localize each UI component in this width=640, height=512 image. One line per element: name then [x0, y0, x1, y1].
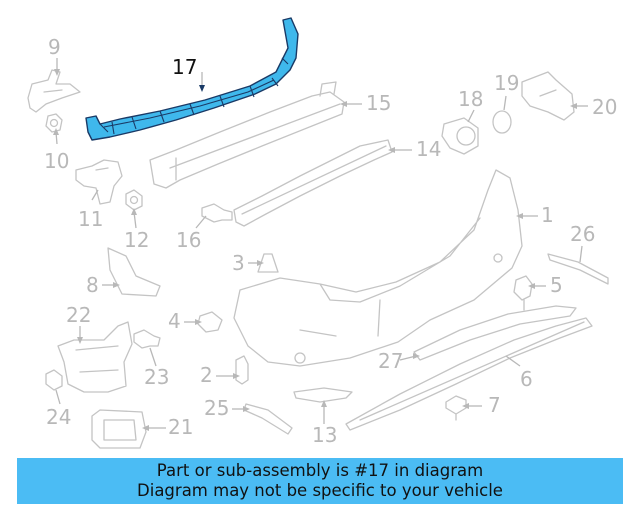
part-18-sensor [441, 117, 479, 155]
part-5-clip [513, 275, 533, 311]
banner-line-1: Part or sub-assembly is #17 in diagram [156, 461, 484, 480]
label-8: 8 [86, 273, 99, 297]
part-10-nut-hole [49, 118, 59, 128]
label-5: 5 [550, 273, 563, 297]
label-11: 11 [78, 207, 103, 231]
banner-line-2: Diagram may not be specific to your vehi… [137, 481, 503, 500]
part-number-labels: 9 10 11 12 16 17 15 14 18 19 20 1 26 5 3… [44, 35, 617, 447]
part-23-bolt [133, 329, 161, 349]
part-12-nut [125, 189, 143, 211]
label-18: 18 [458, 87, 483, 111]
info-banner: Part or sub-assembly is #17 in diagram D… [17, 458, 623, 504]
part-9-bracket [27, 69, 81, 113]
label-15: 15 [366, 91, 391, 115]
label-14: 14 [416, 137, 441, 161]
part-7-clip [445, 395, 467, 421]
part-6-diffuser [345, 317, 593, 431]
label-12: 12 [124, 228, 149, 252]
label-9: 9 [48, 35, 61, 59]
label-24: 24 [46, 405, 71, 429]
label-26: 26 [570, 222, 595, 246]
label-7: 7 [488, 393, 501, 417]
part-22-bracket [57, 321, 133, 393]
label-2: 2 [200, 363, 213, 387]
part-21-license-frame [91, 409, 147, 449]
label-23: 23 [144, 365, 169, 389]
part-3-fastener [257, 253, 279, 273]
exploded-parts-diagram: 9 10 11 12 16 17 15 14 18 19 20 1 26 5 3… [27, 17, 617, 449]
label-17: 17 [172, 55, 197, 79]
label-4: 4 [168, 309, 181, 333]
label-19: 19 [494, 71, 519, 95]
label-25: 25 [204, 396, 229, 420]
label-16: 16 [176, 228, 201, 252]
part-1-bumper-cover [233, 169, 523, 367]
part-25-reflector [243, 403, 293, 435]
part-27-strip [413, 305, 577, 361]
part-15-reinforcement [149, 81, 345, 189]
label-22: 22 [66, 303, 91, 327]
part-2-bolt [235, 355, 249, 385]
label-21: 21 [168, 415, 193, 439]
part-18-sensor-face [456, 126, 476, 146]
part-20-bracket [521, 71, 575, 121]
part-14-bar [233, 139, 393, 227]
part-19-sensor-holder [492, 110, 512, 134]
part-16-bolt [201, 203, 233, 223]
part-8-bracket [107, 247, 161, 297]
part-26-trim-strip [547, 253, 609, 285]
part-11-bracket [75, 159, 123, 205]
label-6: 6 [520, 367, 533, 391]
part-24-nut [45, 369, 63, 391]
label-10: 10 [44, 149, 69, 173]
label-1: 1 [541, 203, 554, 227]
part-12-nut-hole [129, 195, 139, 205]
part-1-reflector-right [493, 253, 503, 263]
part-17-energy-absorber[interactable] [85, 17, 299, 141]
leader-arrowheads [53, 69, 577, 431]
label-3: 3 [232, 251, 245, 275]
part-1-reflector-left [294, 352, 306, 364]
label-13: 13 [312, 423, 337, 447]
label-20: 20 [592, 95, 617, 119]
part-4-clip [197, 311, 223, 333]
part-10-nut [45, 113, 63, 133]
label-27: 27 [378, 349, 403, 373]
part-13-garnish [293, 387, 353, 403]
